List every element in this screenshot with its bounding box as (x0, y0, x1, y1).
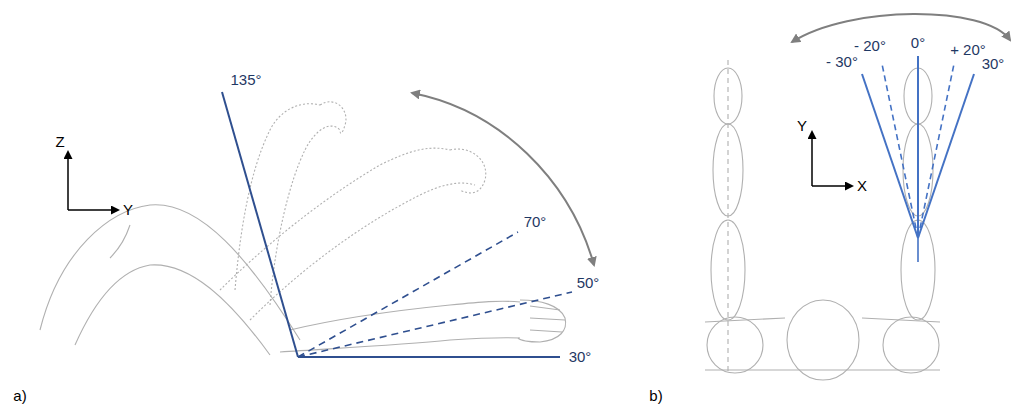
angle-line-30 (298, 356, 560, 358)
axis-label: Y (123, 201, 133, 219)
shoulder-top (707, 317, 763, 373)
rotation-line-0 (917, 56, 919, 238)
hand-outline (518, 300, 566, 342)
sketch-stroke (110, 225, 130, 258)
head-top (787, 300, 859, 380)
upper-arm-outline (75, 265, 270, 355)
angle-line-70 (298, 232, 518, 357)
forearm-outline (280, 338, 520, 352)
ghost-hand (450, 149, 486, 193)
axes-a (68, 152, 118, 210)
angle-label: + 20° (950, 41, 986, 59)
angle-label: 70° (524, 213, 547, 231)
rotation-lines (862, 56, 974, 262)
panel-label: a) (13, 387, 26, 405)
z-axis (67, 152, 69, 210)
panel-label: b) (649, 387, 662, 405)
ghost-forearm-raised (235, 104, 320, 290)
angle-label: 0° (911, 34, 925, 52)
angle-label: - 20° (854, 37, 886, 55)
angle-label: 135° (230, 71, 261, 89)
axes-b (812, 132, 852, 186)
range-arrow (792, 14, 1010, 42)
axis-label: X (857, 177, 867, 195)
rotation-line-plus30 (918, 74, 974, 238)
ghost-hand (320, 102, 346, 134)
ghost-forearm (250, 183, 475, 320)
forearm-outline (290, 301, 520, 330)
angle-label: - 30° (826, 53, 858, 71)
axis-label: Z (55, 133, 64, 151)
finger-strokes (530, 306, 565, 332)
ghost-forearm-raised (270, 126, 340, 305)
top-view-sketch (705, 60, 940, 380)
y-axis (68, 209, 118, 211)
axis-label: Y (797, 117, 807, 135)
shoulder-top (883, 317, 939, 373)
rotation-line-minus30 (862, 74, 918, 238)
x-axis (812, 185, 852, 187)
range-arrow (412, 93, 594, 265)
torso-top (705, 318, 940, 370)
arm-axis (727, 60, 728, 375)
y-axis (811, 132, 813, 186)
axis-stub (917, 238, 919, 262)
angle-label: 30° (569, 348, 592, 366)
angle-label: 50° (577, 274, 600, 292)
angle-label: 30° (982, 55, 1005, 73)
angle-line-135 (222, 92, 298, 357)
arm-sketch (40, 102, 566, 355)
ghost-forearm (220, 148, 450, 290)
angle-line-50 (298, 292, 572, 357)
angle-lines (222, 92, 572, 357)
